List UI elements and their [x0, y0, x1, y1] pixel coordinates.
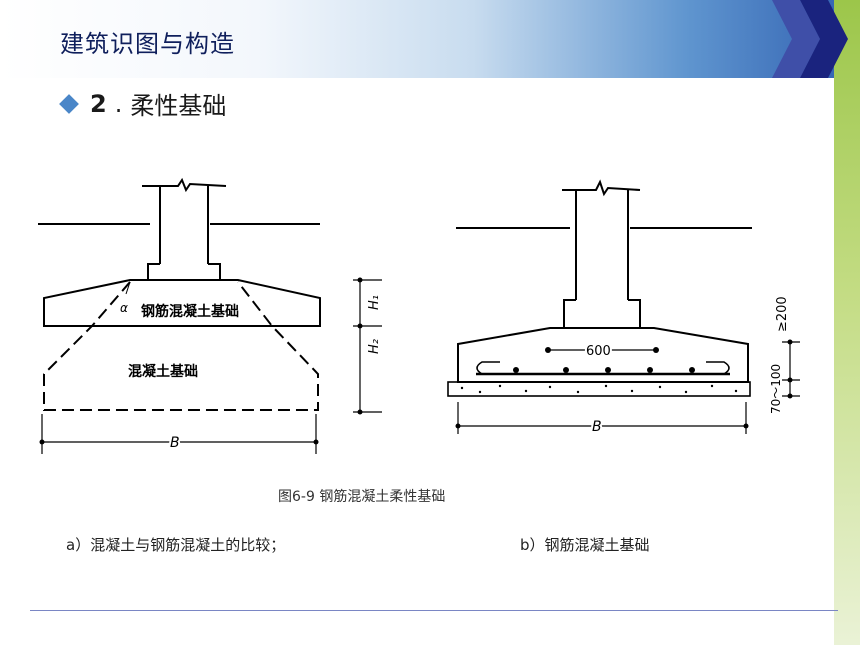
diamond-bullet-icon	[59, 93, 79, 114]
header-band	[0, 0, 860, 78]
label-h1: H₁	[367, 295, 382, 310]
label-alpha: α	[120, 301, 128, 315]
label-h2: H₂	[367, 339, 382, 354]
label-spacing-600: 600	[586, 344, 611, 359]
chevron-icon	[772, 0, 848, 78]
foundation-figure: 钢筋混凝土基础 混凝土基础 α H₁ H₂ B 600 ≥200 70～100 …	[38, 177, 800, 454]
label-width-b-right: B	[592, 419, 602, 435]
section-heading: 2. 柔性基础	[59, 86, 227, 121]
label-width-b-left: B	[170, 435, 180, 451]
section-separator: .	[114, 89, 123, 118]
section-title: 柔性基础	[130, 92, 227, 120]
page-title: 建筑识图与构造	[60, 30, 235, 58]
footer-divider	[30, 610, 838, 611]
subcaption-a: a）混凝土与钢筋混凝土的比较；	[66, 536, 286, 554]
label-cushion: 70～100	[769, 364, 783, 414]
label-rc-foundation: 钢筋混凝土基础	[141, 303, 239, 320]
section-number: 2	[90, 89, 107, 118]
label-min-height: ≥200	[775, 296, 790, 332]
subcaption-b: b）钢筋混凝土基础	[520, 536, 650, 554]
right-accent-strip	[834, 0, 860, 645]
figure-caption: 图6-9 钢筋混凝土柔性基础	[278, 489, 446, 505]
label-concrete-foundation: 混凝土基础	[128, 363, 198, 380]
